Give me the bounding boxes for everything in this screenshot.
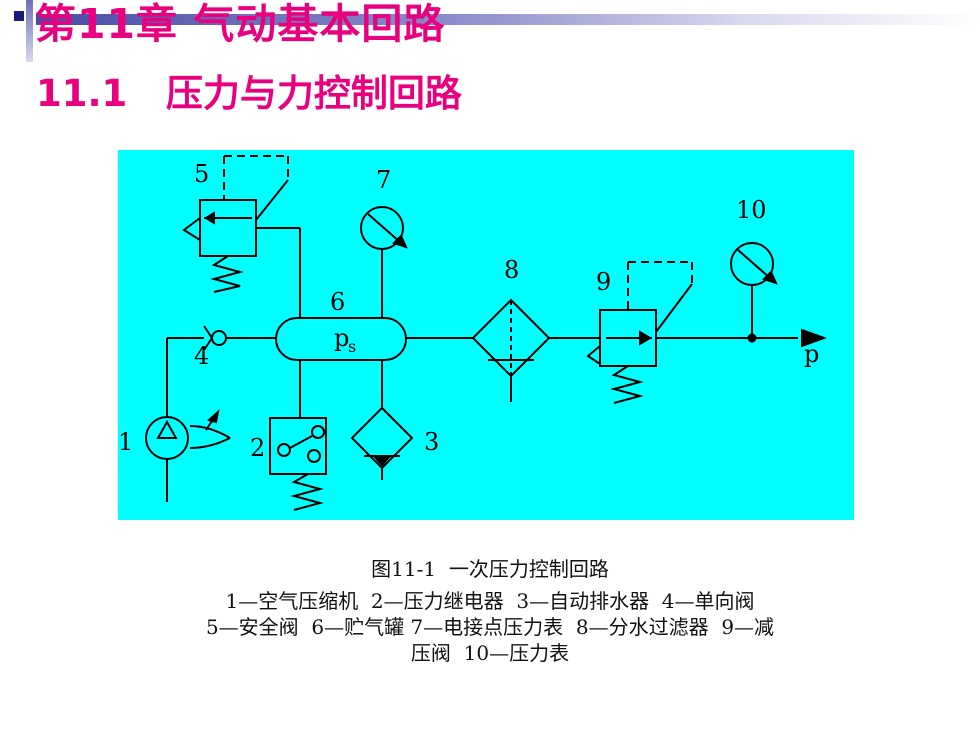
label-10: 10 xyxy=(736,196,767,224)
label-3: 3 xyxy=(424,428,439,456)
tank-pressure-label: p xyxy=(334,324,349,352)
label-7: 7 xyxy=(376,166,391,194)
outlet-pressure-label: p xyxy=(804,340,819,368)
water-separator-filter-symbol xyxy=(471,298,600,402)
compressor-symbol xyxy=(145,338,231,502)
slide-subtitle: 11.1 压力与力控制回路 xyxy=(36,72,462,115)
decorative-header-bar xyxy=(36,14,980,25)
figure-caption-title: 图11-1 一次压力控制回路 xyxy=(371,557,609,581)
pressure-switch-symbol xyxy=(269,417,327,511)
tank-pressure-subscript: s xyxy=(348,337,356,356)
label-4: 4 xyxy=(194,342,209,370)
label-9: 9 xyxy=(596,268,611,296)
figure-caption-line-3: 压阀 10—压力表 xyxy=(410,641,570,665)
pressure-gauge-10 xyxy=(730,242,778,286)
pneumatic-circuit-diagram: 1 2 3 4 5 6 7 8 9 10 p s p xyxy=(118,150,854,520)
figure-caption-line-1: 1—空气压缩机 2—压力继电器 3—自动排水器 4—单向阀 xyxy=(225,589,755,613)
pressure-gauge-7 xyxy=(360,206,408,260)
automatic-drain-symbol xyxy=(350,406,414,480)
decorative-vertical-bar xyxy=(26,0,33,62)
decorative-square xyxy=(14,11,24,21)
label-2: 2 xyxy=(250,434,265,462)
label-6: 6 xyxy=(330,288,345,316)
label-5: 5 xyxy=(194,160,209,188)
slide-title: 第11章 气动基本回路 xyxy=(35,0,446,48)
safety-valve-symbol xyxy=(182,155,289,293)
figure-caption-line-2: 5—安全阀 6—贮气罐 7—电接点压力表 8—分水过滤器 9—减 xyxy=(205,615,775,639)
label-1: 1 xyxy=(118,428,133,456)
check-valve-symbol xyxy=(167,325,276,351)
pressure-reducing-valve-symbol xyxy=(586,261,827,404)
label-8: 8 xyxy=(504,256,519,284)
diagram-background xyxy=(118,150,854,520)
